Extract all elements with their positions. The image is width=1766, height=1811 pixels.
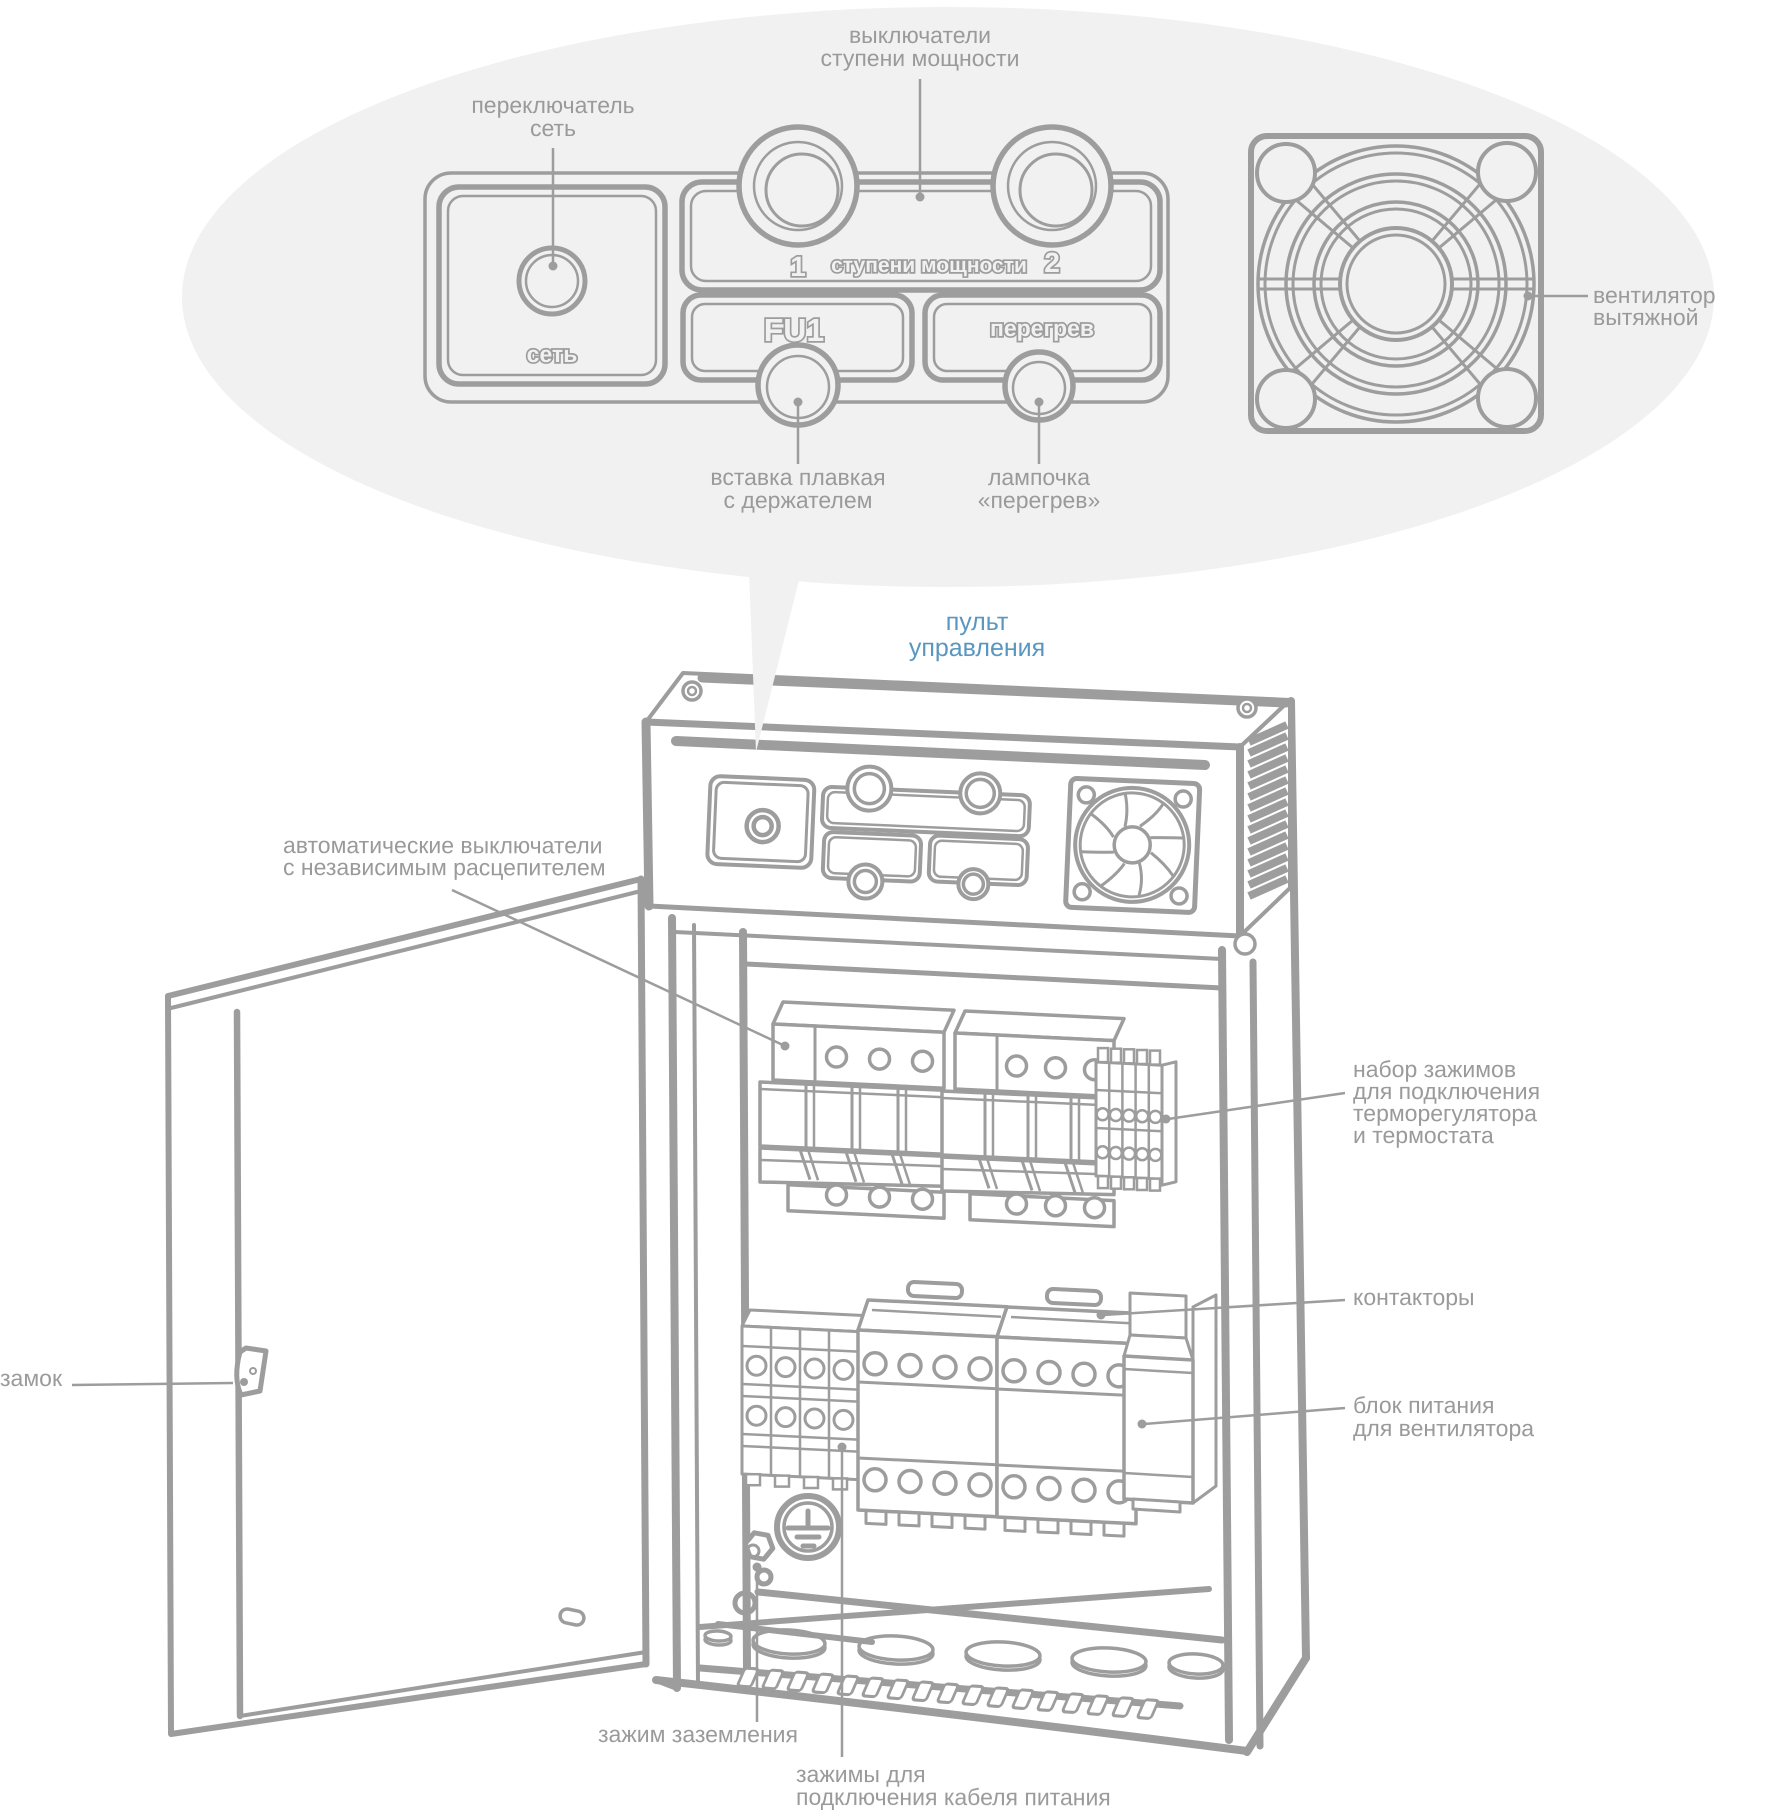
svg-text:и термостата: и термостата [1353,1122,1494,1148]
svg-text:для подключения: для подключения [1353,1078,1540,1104]
svg-text:сеть: сеть [530,115,576,141]
svg-text:«перегрев»: «перегрев» [978,487,1101,513]
svg-text:переключатель: переключатель [471,92,634,118]
svg-text:выключатели: выключатели [849,22,991,48]
svg-text:лампочка: лампочка [988,464,1090,490]
svg-text:контакторы: контакторы [1353,1284,1475,1310]
svg-text:с держателем: с держателем [724,487,873,513]
svg-text:перегрев: перегрев [990,315,1094,341]
svg-text:вставка плавкая: вставка плавкая [710,464,885,490]
svg-text:ступени мощности: ступени мощности [831,254,1027,277]
svg-text:автоматические выключатели: автоматические выключатели [283,832,603,858]
svg-text:подключения кабеля питания: подключения кабеля питания [796,1784,1111,1810]
svg-text:сеть: сеть [527,341,578,367]
svg-text:для вентилятора: для вентилятора [1353,1415,1534,1441]
svg-text:пульт: пульт [946,608,1009,636]
svg-text:ступени мощности: ступени мощности [821,45,1020,71]
svg-text:набор зажимов: набор зажимов [1353,1056,1516,1082]
svg-text:терморегулятора: терморегулятора [1353,1100,1537,1126]
svg-text:блок питания: блок питания [1353,1392,1494,1418]
svg-text:управления: управления [909,634,1045,662]
svg-text:замок: замок [0,1365,63,1391]
svg-text:2: 2 [1044,247,1060,278]
svg-text:вентилятор: вентилятор [1593,282,1716,308]
svg-text:зажим заземления: зажим заземления [598,1721,798,1747]
svg-text:с независимым расцепителем: с независимым расцепителем [283,854,606,880]
svg-text:вытяжной: вытяжной [1593,304,1698,330]
svg-text:зажимы для: зажимы для [796,1761,926,1787]
svg-text:1: 1 [790,251,806,282]
